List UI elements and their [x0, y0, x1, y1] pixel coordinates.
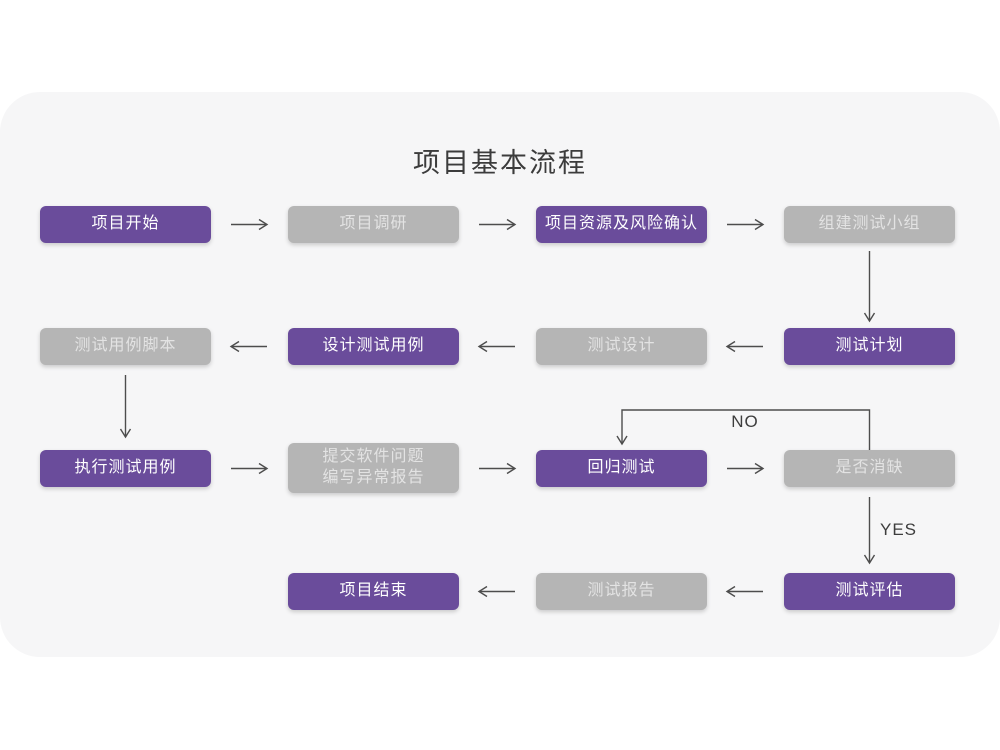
flowchart-card	[0, 92, 1000, 657]
node-test-design: 测试设计	[536, 328, 707, 365]
node-build-test-team: 组建测试小组	[784, 206, 955, 243]
node-execute-test-cases: 执行测试用例	[40, 450, 211, 487]
node-test-evaluation: 测试评估	[784, 573, 955, 610]
node-regression-test: 回归测试	[536, 450, 707, 487]
node-defect-cleared-check: 是否消缺	[784, 450, 955, 487]
node-project-research: 项目调研	[288, 206, 459, 243]
node-test-report: 测试报告	[536, 573, 707, 610]
node-resources-risk-confirm: 项目资源及风险确认	[536, 206, 707, 243]
node-submit-issues-write-report: 提交软件问题 编写异常报告	[288, 443, 459, 493]
page-title: 项目基本流程	[413, 148, 587, 178]
node-test-plan: 测试计划	[784, 328, 955, 365]
arrow-no-loop	[616, 409, 871, 450]
node-project-end: 项目结束	[288, 573, 459, 610]
node-design-test-cases: 设计测试用例	[288, 328, 459, 365]
node-project-start: 项目开始	[40, 206, 211, 243]
edge-label-no: NO	[731, 412, 759, 431]
node-test-case-script: 测试用例脚本	[40, 328, 211, 365]
edge-label-yes: YES	[880, 520, 918, 539]
